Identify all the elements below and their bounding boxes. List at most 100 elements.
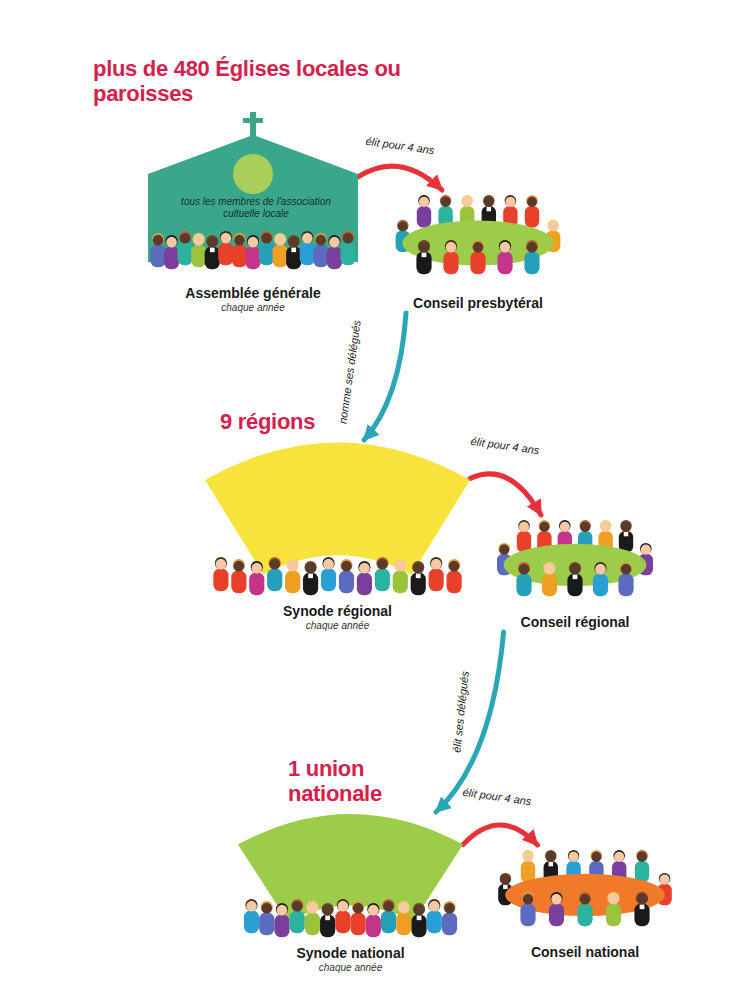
person-body [567,573,582,596]
person-hair [215,557,227,569]
person-head [193,235,204,246]
person-body [516,573,531,596]
person-head [523,894,534,905]
person-hair [274,233,286,245]
person-hair [245,899,257,911]
person-head [444,903,455,914]
person-hair [472,240,484,252]
person-head [621,564,632,575]
person-hair [288,235,300,247]
church-window [233,154,273,194]
caption-block: Conseil presbytéral [378,295,578,312]
pastor-collar [573,574,578,579]
people-group [150,231,355,269]
council-node: Conseil presbytéral [388,190,568,313]
person-hair [636,892,648,904]
person-hair [522,850,534,862]
person-body [525,206,539,228]
fan-shape [205,440,470,600]
person-body [606,903,621,926]
person-body [351,912,366,935]
person-body [497,251,512,274]
person-hair [398,901,410,913]
person-head [216,559,227,570]
council-shape [388,190,568,292]
person-hair [547,220,559,232]
person-hair [152,233,164,245]
person-body [393,570,408,593]
person-body [285,570,300,593]
person-head [287,561,298,572]
church-node: plus de 480 Églises locales ou paroisses… [148,112,358,315]
person-body [634,903,649,926]
person-head [441,197,451,207]
person-head [527,197,537,207]
person-head [551,894,562,905]
person-hair [500,873,512,885]
person-hair [579,892,591,904]
person-hair [342,231,354,243]
church-cross [243,118,263,123]
node-caption: Assemblée générale [138,285,368,302]
person-head [500,242,511,253]
person-head [307,903,318,914]
person-body [267,568,282,591]
person-hair [461,195,473,207]
person-head [580,894,591,905]
person-head [419,242,430,253]
person-hair [352,901,364,913]
church-shape [148,135,358,262]
person-body [249,572,264,595]
person-hair [376,557,388,569]
person-hair [260,231,272,243]
person-hair [394,559,406,571]
frequency-note: chaque année [138,302,368,314]
person-body [618,573,633,596]
person-hair [607,892,619,904]
person-body [381,910,396,933]
person-head [343,233,354,244]
person-head [601,522,611,532]
person-hair [340,559,352,571]
person-head [446,242,457,253]
person-hair [443,901,455,913]
person-body [340,242,355,265]
person-hair [247,235,259,247]
person-head [608,894,619,905]
person-hair [539,520,551,532]
person-hair [659,873,671,885]
person-body [375,568,390,591]
person-head [305,563,316,574]
person-head [398,903,409,914]
person-body [524,251,539,274]
section-heading: 9 régions [220,409,420,434]
person-head [248,237,259,248]
pastor-collar [291,247,296,252]
person-head [338,901,349,912]
person-hair [526,240,538,252]
person-hair [543,562,555,574]
connector-arrow [470,474,541,515]
person-head [419,197,429,207]
person-hair [620,562,632,574]
caption-block: Synode nationalchaque année [228,945,473,974]
person-hair [220,231,232,243]
caption-block: Conseil national [480,944,690,961]
person-head [499,545,509,555]
person-head [207,237,218,248]
person-head [234,561,245,572]
person-head [377,559,388,570]
node-caption: Synode régional [195,603,480,620]
connector-label: élit pour 4 ans [363,134,437,157]
person-body [357,572,372,595]
person-hair [233,233,245,245]
council-node: Conseil régional [490,515,660,632]
person-hair [418,240,430,252]
fan-node: 1 union nationaleSynode nationalchaque a… [238,812,463,975]
person-head [261,903,272,914]
person-body [549,903,564,926]
person-head [275,235,286,246]
person-hair [550,892,562,904]
person-hair [640,543,652,555]
church-cross [250,112,256,138]
